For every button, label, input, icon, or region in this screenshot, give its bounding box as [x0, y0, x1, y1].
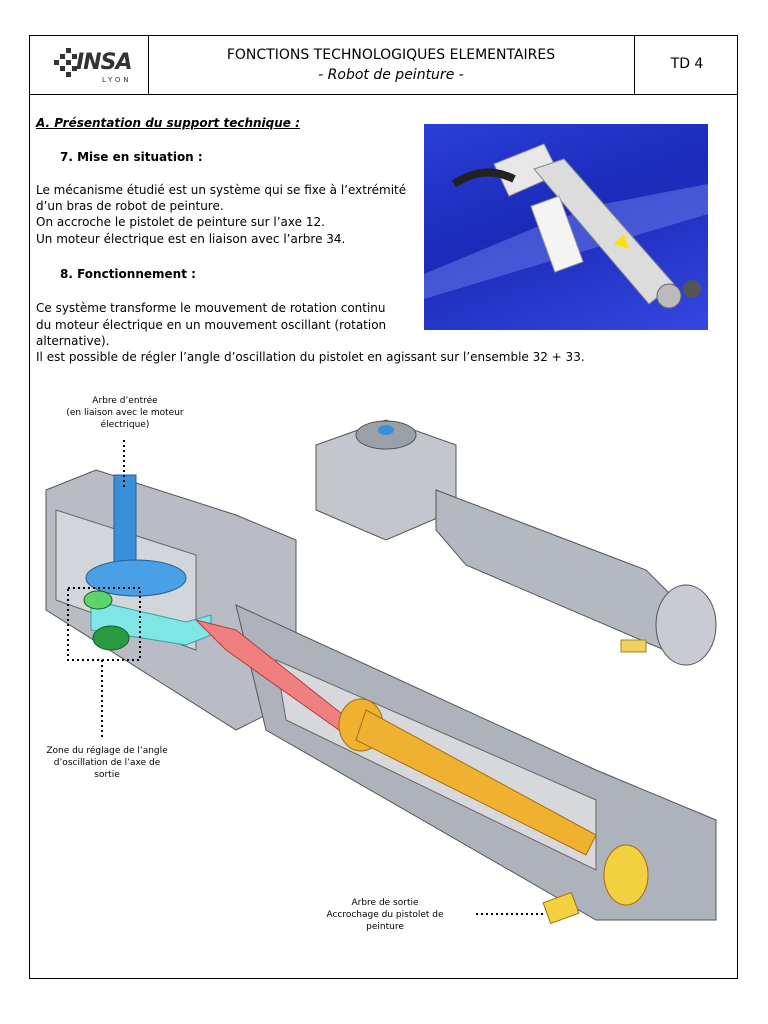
doc-subtitle: - Robot de peinture -	[318, 67, 464, 83]
s8-line: du moteur électrique en un mouvement osc…	[36, 318, 387, 332]
label-input-shaft: Arbre d’entrée (en liaison avec le moteu…	[66, 396, 184, 430]
subsection-8-title: 8. Fonctionnement :	[60, 267, 196, 281]
title-cell: FONCTIONS TECHNOLOGIQUES ELEMENTAIRES - …	[148, 36, 634, 94]
s7-line: Un moteur électrique est en liaison avec…	[36, 232, 346, 246]
mechanism-illustration	[45, 419, 717, 925]
page-frame: INSA LYON FONCTIONS TECHNOLOGIQUES ELEME…	[29, 35, 738, 979]
insa-logo-icon	[54, 48, 77, 77]
logo-text: INSA	[76, 50, 132, 75]
s8-line: Il est possible de régler l’angle d’osci…	[36, 350, 585, 364]
td-cell: TD 4	[634, 36, 739, 94]
logo-subtext: LYON	[102, 76, 132, 84]
header-table: INSA LYON FONCTIONS TECHNOLOGIQUES ELEME…	[30, 36, 737, 95]
subsection-7-title: 7. Mise en situation :	[60, 150, 203, 164]
label-output-shaft: Arbre de sortie Accrochage du pistolet d…	[326, 898, 444, 932]
label-adjust-zone: Zone du réglage de l’angle d’oscillation…	[46, 746, 168, 780]
section-heading: A. Présentation du support technique :	[36, 116, 300, 130]
s8-line: Ce système transforme le mouvement de ro…	[36, 301, 386, 315]
s7-line: On accroche le pistolet de peinture sur …	[36, 215, 325, 229]
s8-line: alternative).	[36, 334, 110, 348]
td-number: TD 4	[670, 56, 704, 72]
s7-line: Le mécanisme étudié est un système qui s…	[36, 183, 407, 197]
doc-title: FONCTIONS TECHNOLOGIQUES ELEMENTAIRES	[226, 47, 556, 63]
robot-photo	[424, 124, 708, 330]
s7-line: d’un bras de robot de peinture.	[36, 199, 224, 213]
logo-cell: INSA LYON	[30, 36, 149, 94]
robot-arm-illustration	[424, 143, 708, 309]
